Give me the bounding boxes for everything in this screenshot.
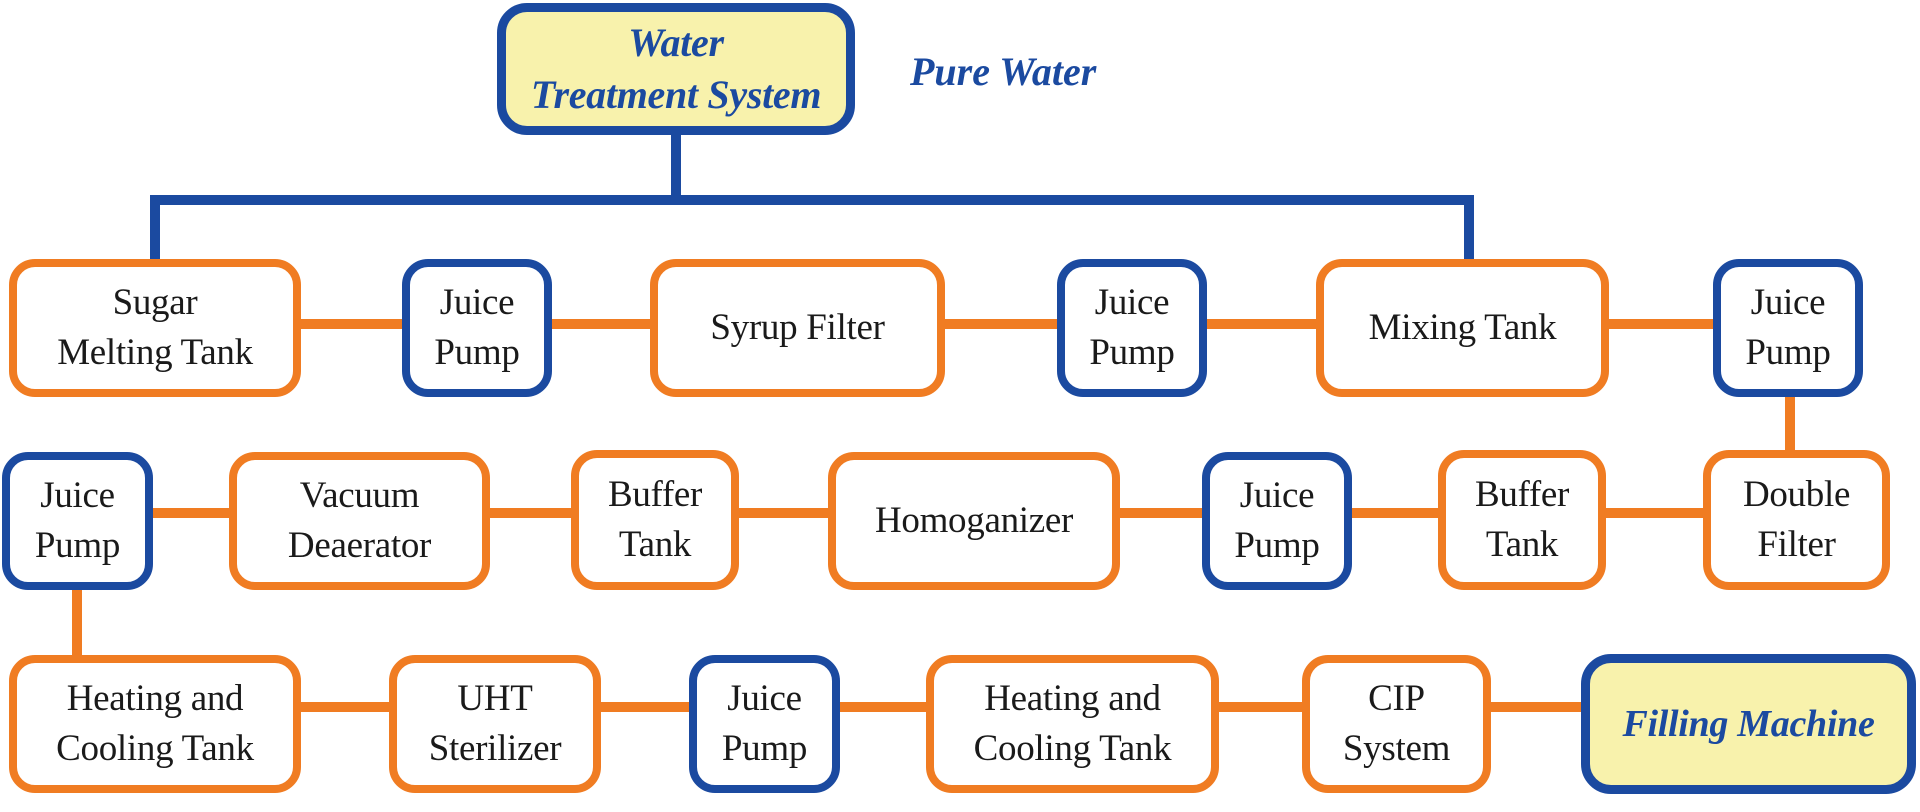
pipe-r3-4 [1217, 702, 1304, 712]
heating-cooling-tank-node: Heating and Cooling Tank [926, 655, 1219, 793]
vacuum-deaerator-node: Vacuum Deaerator [229, 452, 490, 590]
juice-pump-node: Juice Pump [1713, 259, 1863, 397]
pipe-r2-6 [1604, 508, 1705, 518]
pipe-r2-5 [1350, 508, 1440, 518]
filling-machine-node: Filling Machine [1581, 654, 1916, 794]
cip-system-node: CIP System [1302, 655, 1491, 793]
buffer-tank-node: Buffer Tank [1438, 450, 1606, 590]
pipe-r1-r2-down [1785, 395, 1795, 457]
pipe-r1-4 [1205, 319, 1318, 329]
pipe-r2-1 [151, 508, 231, 518]
sugar-melting-tank-node: Sugar Melting Tank [9, 259, 301, 397]
syrup-filter-node: Syrup Filter [650, 259, 945, 397]
water-header-line [150, 195, 1474, 205]
homogenizer-node: Homoganizer [828, 452, 1120, 590]
buffer-tank-node: Buffer Tank [571, 450, 739, 590]
pipe-r2-3 [737, 508, 830, 518]
water-stem-line [671, 132, 681, 205]
pipe-r2-2 [488, 508, 573, 518]
heating-cooling-tank-node: Heating and Cooling Tank [9, 655, 301, 793]
juice-pump-node: Juice Pump [1057, 259, 1207, 397]
pipe-r1-2 [550, 319, 652, 329]
water-treatment-system-node: Water Treatment System [497, 3, 855, 135]
pipe-r2-4 [1118, 508, 1204, 518]
juice-pump-node: Juice Pump [1202, 452, 1352, 590]
pipe-r3-1 [299, 702, 391, 712]
pure-water-label: Pure Water [910, 49, 1097, 94]
double-filter-node: Double Filter [1703, 450, 1890, 590]
water-drop-sugar-line [150, 195, 160, 263]
juice-pump-node: Juice Pump [402, 259, 552, 397]
uht-sterilizer-node: UHT Sterilizer [389, 655, 601, 793]
pipe-r2-r3-down [72, 588, 82, 657]
pipe-r1-3 [943, 319, 1059, 329]
pipe-r3-2 [599, 702, 691, 712]
pipe-r1-5 [1607, 319, 1715, 329]
pipe-r1-1 [300, 319, 404, 329]
juice-pump-node: Juice Pump [689, 655, 840, 793]
water-drop-mixing-line [1464, 195, 1474, 263]
juice-pump-node: Juice Pump [2, 452, 153, 590]
pipe-r3-5 [1489, 702, 1583, 712]
pipe-r3-3 [838, 702, 928, 712]
mixing-tank-node: Mixing Tank [1316, 259, 1609, 397]
